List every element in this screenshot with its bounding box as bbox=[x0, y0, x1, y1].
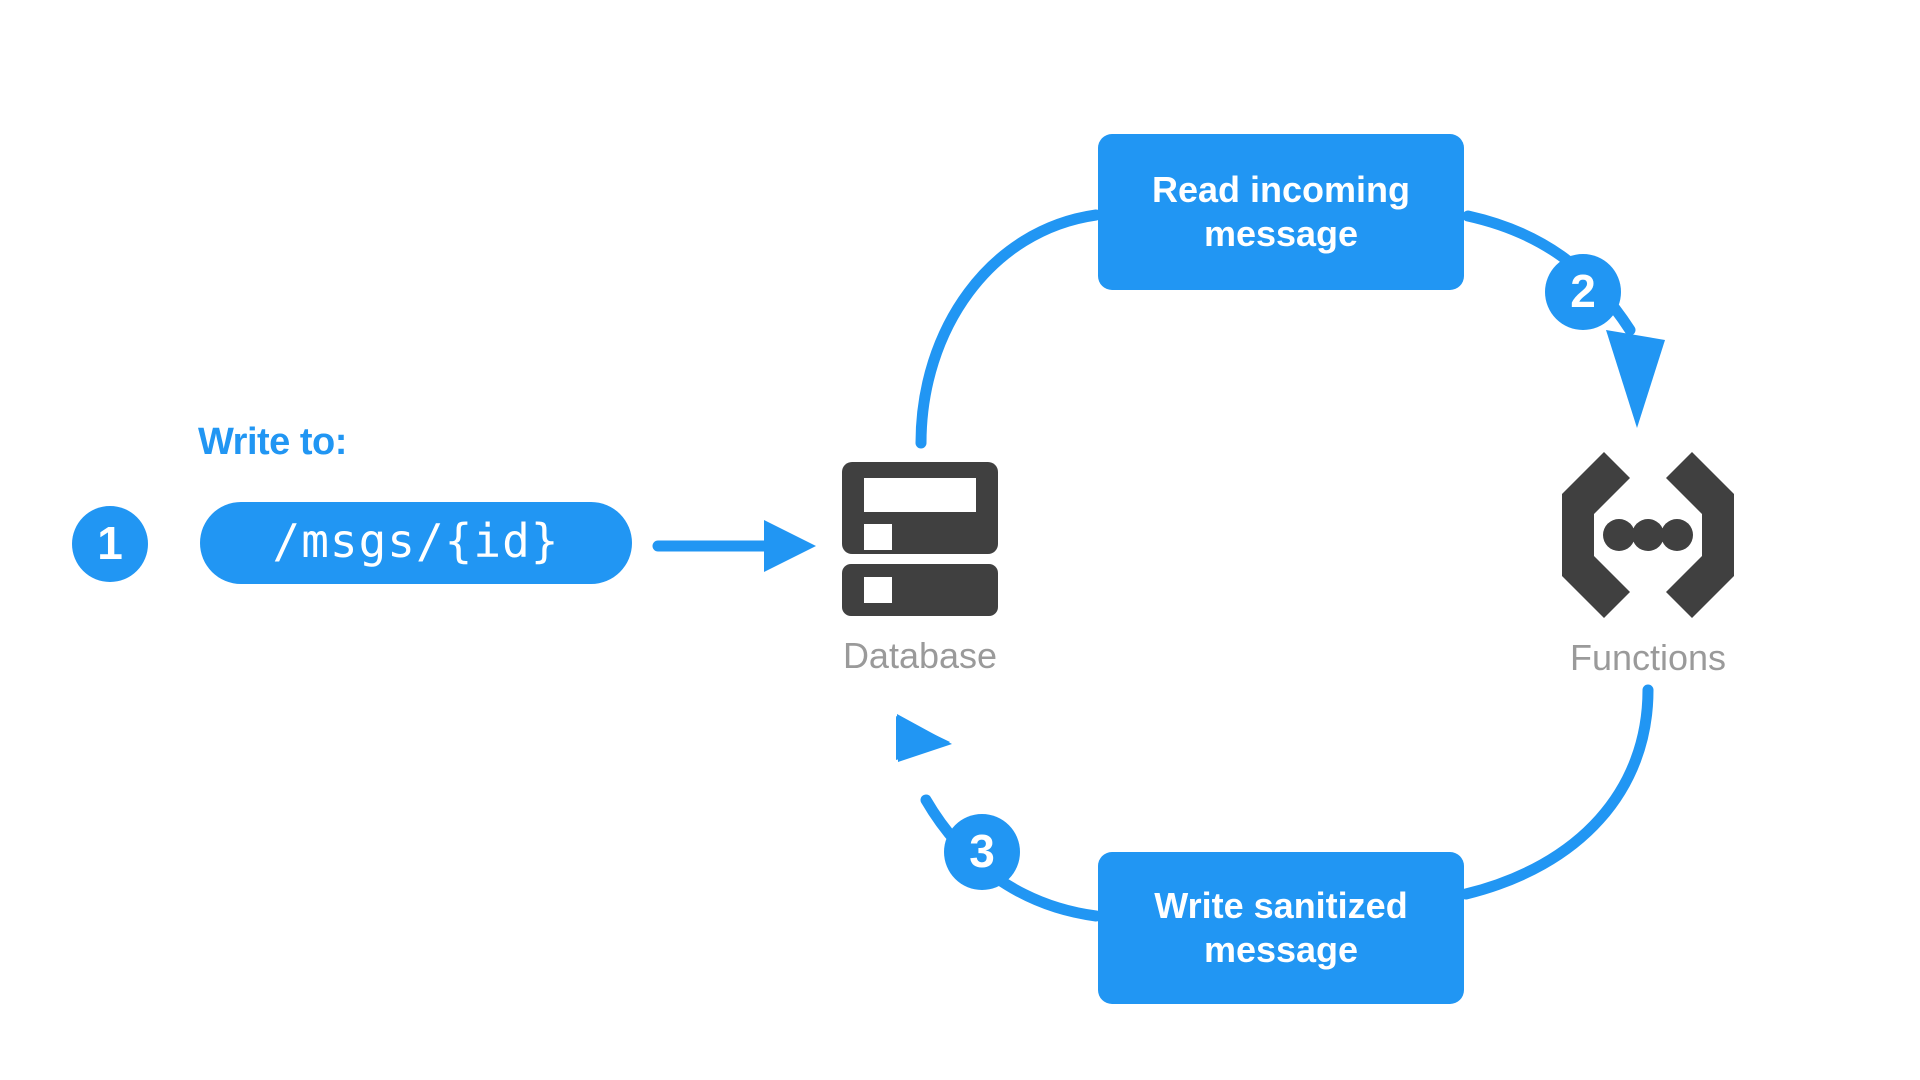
edge-database-to-read bbox=[915, 209, 1102, 449]
process-box-read-incoming-message[interactable]: Read incoming message bbox=[1098, 134, 1464, 290]
node-functions[interactable]: Functions bbox=[1518, 452, 1778, 679]
node-database[interactable]: Database bbox=[790, 462, 1050, 677]
process-box-write-sanitized-message[interactable]: Write sanitized message bbox=[1098, 852, 1464, 1004]
functions-icon bbox=[1556, 452, 1740, 623]
database-label: Database bbox=[842, 635, 998, 676]
path-pill[interactable]: /msgs/{id} bbox=[200, 502, 632, 584]
step-badge-3: 3 bbox=[944, 814, 1020, 890]
functions-label: Functions bbox=[1569, 637, 1727, 678]
edge-functions-to-write bbox=[1460, 684, 1654, 900]
step-badge-1: 1 bbox=[72, 506, 148, 582]
database-icon bbox=[840, 462, 1000, 621]
step-badge-2: 2 bbox=[1545, 254, 1621, 330]
write-to-label: Write to: bbox=[198, 421, 347, 463]
